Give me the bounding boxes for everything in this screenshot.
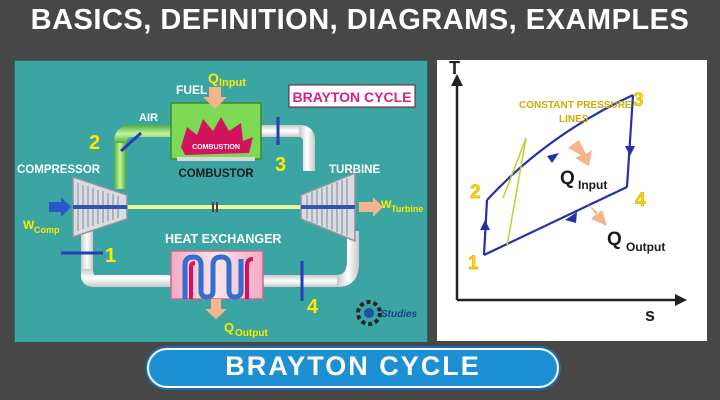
q-output-arrow-icon (205, 299, 227, 319)
combustion-label: COMBUSTION (192, 144, 240, 151)
w-turbine-arrow-icon (359, 197, 383, 217)
q-input-arrow-icon (568, 140, 592, 166)
heat-exchanger (170, 250, 264, 300)
header-banner: BASICS, DEFINITION, DIAGRAMS, EXAMPLES (0, 0, 720, 50)
w-turbine-label: W (381, 199, 392, 211)
ts-state-labels: 1 2 3 4 (468, 90, 646, 274)
pipe-4-elbow (337, 231, 359, 287)
constant-pressure-label-line2: LINES (559, 114, 589, 125)
ts-q-output-label: Q (607, 229, 622, 250)
ts-state-3-label: 3 (633, 90, 644, 111)
q-input-subscript: Input (219, 77, 246, 89)
w-turbine-subscript: Turbine (391, 204, 423, 214)
cycle-direction-arrows (480, 146, 635, 230)
footer-title: BRAYTON CYCLE (225, 351, 481, 381)
flow-arrows (49, 87, 383, 319)
process-4-1 (483, 186, 628, 256)
s-axis-label: s (645, 305, 655, 325)
state-3-label: 3 (275, 154, 286, 176)
turbine (300, 171, 356, 243)
combustor (170, 102, 262, 161)
pipe-2-elbow (114, 125, 171, 143)
process-2-3 (486, 94, 634, 201)
pipe-2-vertical (114, 139, 126, 189)
ts-axes (451, 74, 687, 306)
w-comp-subscript: Comp (34, 225, 60, 235)
q-input-arrow-icon (203, 87, 227, 109)
state-1-label: 1 (105, 245, 116, 267)
pipe-4-horizontal (259, 275, 339, 287)
fuel-label: FUEL (176, 83, 207, 97)
constant-pressure-lines (502, 137, 527, 247)
w-comp-arrow-icon (49, 197, 71, 217)
t-axis-arrow-icon (451, 74, 463, 86)
air-label: AIR (139, 112, 158, 124)
shaft (125, 205, 305, 209)
pipe-1-vertical (81, 231, 93, 271)
ts-diagram: T s CONSTANT PRESSURE LINES (449, 58, 687, 325)
ts-state-4-label: 4 (635, 190, 646, 211)
process-3-4 (625, 94, 635, 188)
ts-diagram-panel: T s CONSTANT PRESSURE LINES (437, 58, 707, 341)
title-badge-text: BRAYTON CYCLE (292, 89, 411, 105)
s-axis-arrow-icon (675, 294, 687, 306)
ts-state-2-label: 2 (470, 182, 481, 203)
coolant-coil-red (189, 261, 196, 299)
ts-q-input-label: Q (560, 168, 575, 189)
compressor (72, 175, 128, 239)
header-title: BASICS, DEFINITION, DIAGRAMS, EXAMPLES (30, 4, 690, 36)
ts-q-output-subscript: Output (626, 240, 665, 254)
gear-icon (356, 300, 382, 326)
state-markers (61, 117, 304, 301)
logo-text: Studies (381, 309, 418, 320)
q-output-label: Q (224, 320, 234, 335)
heat-exchanger-label: HEAT EXCHANGER (165, 232, 281, 246)
pipe-network (81, 125, 359, 287)
ts-state-1-label: 1 (468, 253, 479, 274)
q-input-label: Q (208, 70, 219, 86)
constant-pressure-label: CONSTANT PRESSURE (519, 100, 632, 111)
title-badge (288, 84, 416, 108)
state-4-label: 4 (307, 296, 319, 318)
q-output-arrow-icon (587, 204, 607, 226)
schematic-diagram: BRAYTON CYCLE FUEL Q Input AIR COMBUSTIO… (17, 70, 423, 339)
schematic-panel: BRAYTON CYCLE FUEL Q Input AIR COMBUSTIO… (14, 60, 428, 343)
schematic-labels: FUEL Q Input AIR COMBUSTION COMBUSTOR CO… (17, 70, 423, 339)
compressor-label: COMPRESSOR (17, 164, 101, 176)
w-comp-label: W (23, 218, 35, 232)
state-2-marker (119, 131, 143, 153)
coolant-coil-blue (182, 254, 244, 300)
pipe-3-elbow (299, 125, 315, 171)
t-axis-label: T (449, 60, 460, 78)
turbine-label: TURBINE (329, 164, 380, 176)
state-2-label: 2 (89, 132, 100, 154)
pipe-3-horizontal (261, 125, 301, 137)
studies-logo: Studies (356, 300, 418, 326)
footer-pill (147, 348, 559, 388)
pipe-1-elbow (81, 269, 175, 287)
combustor-label: COMBUSTOR (178, 168, 254, 180)
combustion-flame-icon (181, 117, 253, 155)
ts-q-input-subscript: Input (578, 178, 607, 192)
q-output-subscript: Output (235, 328, 268, 339)
